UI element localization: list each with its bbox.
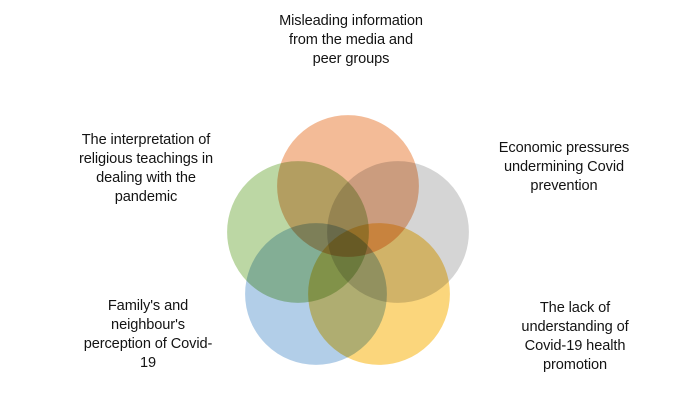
venn-label-religious-teachings: The interpretation of religious teaching… [78, 132, 214, 205]
venn-label-economic-pressures: Economic pressures undermining Covid pre… [498, 140, 630, 194]
venn-circle-religious-teachings [224, 158, 372, 306]
venn-label-misleading-information: Misleading information from the media an… [279, 13, 423, 67]
venn-label-family-neighbour-perception: Family's and neighbour's perception of C… [83, 298, 213, 371]
venn-label-lack-of-understanding: The lack of understanding of Covid-19 he… [521, 300, 629, 373]
